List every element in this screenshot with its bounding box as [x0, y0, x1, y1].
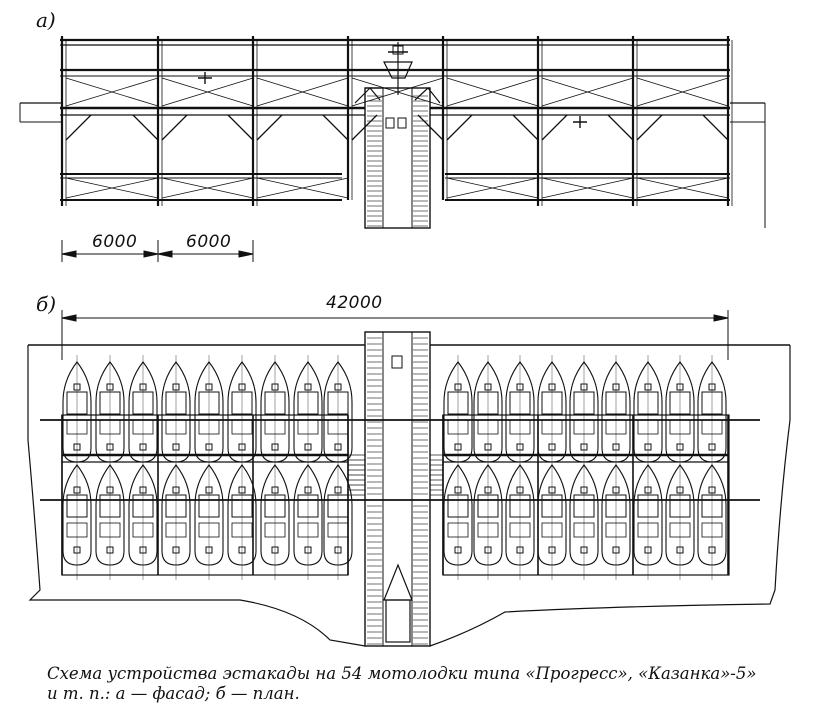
knee-brace	[161, 114, 188, 141]
facade-dimension-left: 6000	[92, 232, 138, 252]
brace	[161, 77, 254, 107]
hoist-cradle	[383, 61, 413, 79]
walkway-hoist-top	[391, 355, 403, 369]
brace	[65, 77, 159, 107]
hoist-block	[392, 45, 404, 55]
knee-brace	[607, 114, 634, 141]
arrowhead	[61, 314, 77, 322]
knee-brace	[512, 114, 539, 141]
lift-car-body	[385, 599, 411, 643]
walkway-stair	[364, 87, 431, 229]
lift-car	[383, 563, 413, 601]
knee-brace	[132, 114, 159, 141]
brace	[636, 177, 729, 199]
walkway-detail	[385, 117, 395, 129]
brace	[446, 177, 539, 199]
knee-brace	[322, 114, 349, 141]
ramp-left	[354, 87, 381, 104]
plan-label: б)	[36, 292, 57, 316]
brace	[446, 77, 539, 107]
knee-brace	[446, 114, 473, 141]
arrowhead	[143, 250, 159, 258]
plan-dimension-total: 42000	[326, 293, 383, 313]
brace	[65, 177, 159, 199]
arrowhead	[713, 314, 729, 322]
knee-brace	[636, 114, 663, 141]
brace	[636, 77, 729, 107]
knee-brace	[256, 114, 283, 141]
figure-caption: Схема устройства эстакады на 54 мотолодк…	[47, 664, 807, 704]
caption-line-1: Схема устройства эстакады на 54 мотолодк…	[47, 664, 757, 683]
walkway-detail	[397, 117, 407, 129]
brace	[541, 177, 634, 199]
facade-label: а)	[36, 8, 56, 32]
knee-brace	[227, 114, 254, 141]
plan-view-drawing	[27, 310, 791, 647]
central-walkway	[364, 331, 431, 647]
brace	[161, 177, 254, 199]
bank-outline	[27, 345, 366, 647]
facade-elevation-drawing	[19, 36, 766, 262]
knee-brace	[702, 114, 729, 141]
brace	[256, 177, 349, 199]
brace	[256, 77, 349, 107]
deck-cleat	[573, 116, 587, 128]
arrowhead	[61, 250, 77, 258]
knee-brace	[65, 114, 92, 141]
knee-brace	[541, 114, 568, 141]
deck-cleat	[198, 72, 212, 84]
ramp-right	[414, 87, 441, 104]
bank-outline	[429, 345, 791, 647]
arrowhead	[238, 250, 254, 258]
brace	[541, 77, 634, 107]
caption-line-2: и т. п.: а — фасад; б — план.	[47, 684, 300, 703]
facade-dimension-right: 6000	[186, 232, 232, 252]
arrowhead	[157, 250, 173, 258]
